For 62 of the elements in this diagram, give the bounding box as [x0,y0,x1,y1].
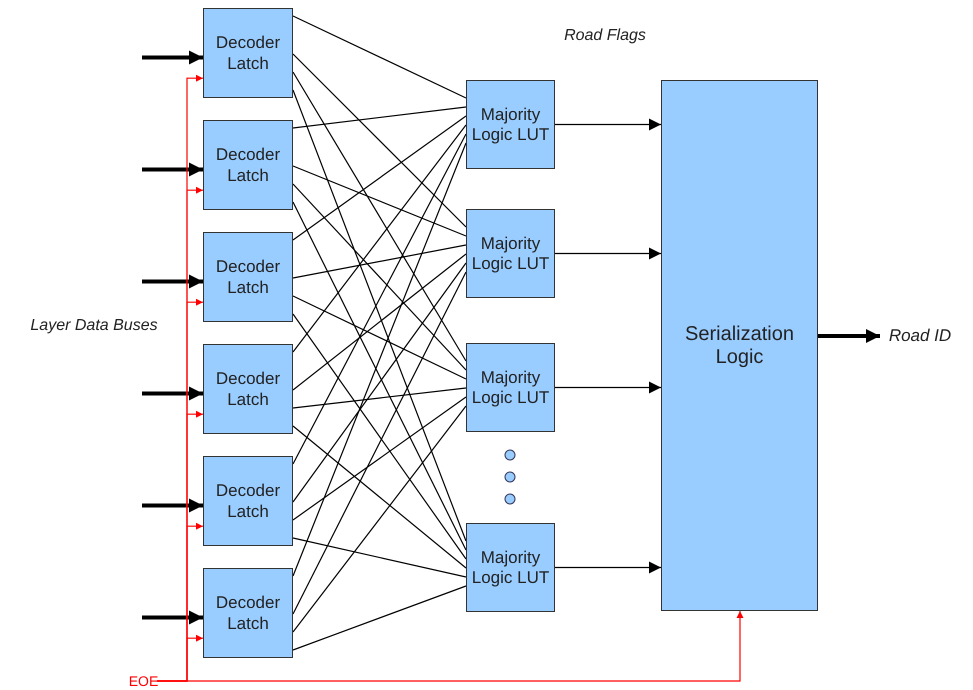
connector-line [292,254,466,390]
annotation-text: Layer Data Buses [29,316,159,336]
block-label: Majority Logic LUT [470,104,550,144]
connector-line [292,537,466,578]
connector-line [292,54,466,228]
connector-line [292,72,467,362]
connector-line [292,165,466,237]
block-label: Decoder Latch [214,592,282,634]
arrow [555,248,661,260]
latch-block [203,456,293,546]
connector-line [292,116,466,240]
arrow [142,610,203,624]
connector-line [292,387,466,409]
arrow [142,162,203,176]
connector-line [292,272,467,614]
lut-block [466,80,555,169]
latch-block [203,232,293,322]
arrow [142,50,203,64]
arrow [555,118,661,130]
connector-line [292,142,467,576]
arrow [142,274,203,288]
block-label: Decoder Latch [214,368,282,410]
block-label: Decoder Latch [214,144,282,186]
arrow [142,386,203,400]
arrow [818,329,880,343]
latch-block [203,8,293,98]
connector-line [292,124,466,352]
lut-block [466,209,555,298]
annotation-text: Road Flags [563,26,647,46]
connector-line [292,406,466,632]
block-label: Decoder Latch [214,32,282,74]
connector-line [292,262,466,502]
connector-line [292,426,466,568]
latch-block [203,120,293,210]
logic-block [661,80,818,611]
arrow [555,562,661,574]
latch-block [203,344,293,434]
connector-line [292,396,466,520]
arrow [157,611,744,682]
block-label: Decoder Latch [214,256,282,298]
block-label: Majority Logic LUT [470,368,550,408]
node-text: EOE [130,671,157,690]
lut-block [466,523,555,612]
connector-line [292,90,467,542]
connector-line [292,585,466,651]
latch-block [203,568,293,658]
block-label: Serialization Logic [684,322,795,368]
connector-line [292,134,467,464]
block-label: Decoder Latch [214,480,282,522]
connector-line [292,244,466,279]
connector-line [292,295,466,380]
connector-line [292,202,467,550]
block-label: Majority Logic LUT [470,548,550,588]
connector-line [292,15,466,99]
connector-line [292,314,466,560]
arrow [142,498,203,512]
connector-line [292,184,466,370]
node-text: Road ID [880,324,960,348]
block-label: Majority Logic LUT [470,234,550,274]
connector-line [292,106,466,129]
lut-block [466,343,555,432]
arrow [555,382,661,394]
